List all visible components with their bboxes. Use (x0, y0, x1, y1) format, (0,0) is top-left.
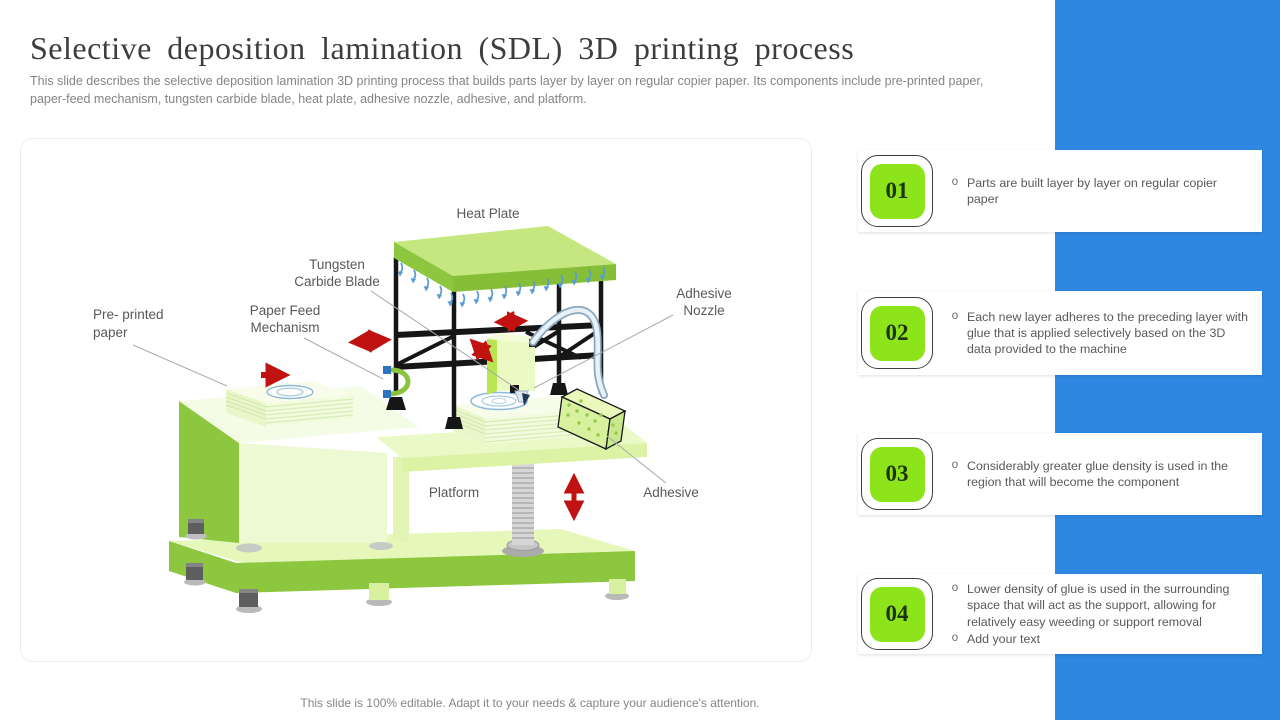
bullet-list: o Parts are built layer by layer on regu… (933, 174, 1262, 208)
leader-lines (132, 290, 674, 484)
bullet-text: Parts are built layer by layer on regula… (967, 175, 1217, 206)
bullet-item: o Add your text (943, 631, 1252, 647)
paper-feed-mechanism (383, 366, 411, 398)
step-badge: 04 (861, 578, 933, 650)
bullet-item: o Parts are built layer by layer on regu… (943, 175, 1252, 207)
screw-column (502, 463, 544, 557)
footer-note: This slide is 100% editable. Adapt it to… (300, 696, 760, 710)
bullet-marker: o (951, 458, 959, 471)
heat-plate (394, 226, 616, 292)
label-tungsten-blade-1: Tungsten (309, 257, 365, 272)
bullet-marker: o (951, 309, 959, 322)
diagram-panel: Heat Plate Tungsten Carbide Blade Paper … (20, 138, 812, 662)
adhesive-nozzle (487, 333, 538, 406)
label-pre-printed-2: paper (93, 325, 128, 340)
step-card-1: 01 o Parts are built layer by layer on r… (858, 150, 1262, 232)
step-number: 03 (885, 461, 909, 486)
bullet-marker: o (951, 582, 959, 595)
paper-feed-box (179, 386, 419, 553)
label-paper-feed-1: Paper Feed (250, 303, 321, 318)
bullet-text: Add your text (967, 631, 1041, 646)
step-badge: 03 (861, 438, 933, 510)
bullet-list: o Lower density of glue is used in the s… (933, 580, 1262, 648)
label-adhesive-nozzle-1: Adhesive (676, 286, 732, 301)
paper-swirl-icon (266, 384, 314, 400)
step-number: 02 (885, 320, 909, 345)
sdl-machine-diagram: Heat Plate Tungsten Carbide Blade Paper … (93, 206, 732, 613)
step-badge-fill: 02 (869, 305, 925, 361)
bullet-marker: o (951, 175, 959, 188)
step-badge-fill: 04 (869, 586, 925, 642)
tungsten-carbide-blade (510, 385, 519, 393)
label-platform: Platform (429, 485, 479, 500)
step-badge-fill: 03 (869, 446, 925, 502)
page-subtitle: This slide describes the selective depos… (30, 74, 984, 106)
paper-stack-left (225, 381, 354, 427)
step-badge-fill: 01 (869, 163, 925, 219)
step-number: 01 (885, 178, 909, 203)
adhesive-tube (529, 305, 608, 399)
step-card-3: 03 o Considerably greater glue density i… (858, 433, 1262, 515)
bullet-item: o Lower density of glue is used in the s… (943, 581, 1252, 629)
label-adhesive-nozzle-2: Nozzle (683, 303, 724, 318)
build-swirl-icon (470, 391, 528, 411)
bullet-item: o Each new layer adheres to the precedin… (943, 309, 1252, 357)
step-badge: 01 (861, 155, 933, 227)
step-number: 04 (885, 601, 909, 626)
label-heat-plate: Heat Plate (456, 206, 519, 221)
label-pre-printed-1: Pre- printed (93, 307, 164, 322)
bullet-text: Each new layer adheres to the preceding … (967, 309, 1249, 357)
label-paper-feed-2: Mechanism (250, 320, 319, 335)
bullet-list: o Each new layer adheres to the precedin… (933, 308, 1262, 358)
bullet-text: Lower density of glue is used in the sur… (967, 582, 1230, 629)
step-badge: 02 (861, 297, 933, 369)
bullet-text: Considerably greater glue density is use… (967, 458, 1229, 489)
bullet-list: o Considerably greater glue density is u… (933, 457, 1262, 491)
bullet-item: o Considerably greater glue density is u… (943, 458, 1252, 490)
label-adhesive: Adhesive (643, 485, 699, 500)
motion-arrows (261, 310, 585, 522)
step-card-4: 04 o Lower density of glue is used in th… (858, 574, 1262, 654)
label-tungsten-blade-2: Carbide Blade (294, 274, 380, 289)
bullet-marker: o (951, 631, 959, 644)
step-card-2: 02 o Each new layer adheres to the prece… (858, 291, 1262, 375)
page-title: Selective deposition lamination (SDL) 3D… (30, 30, 855, 66)
